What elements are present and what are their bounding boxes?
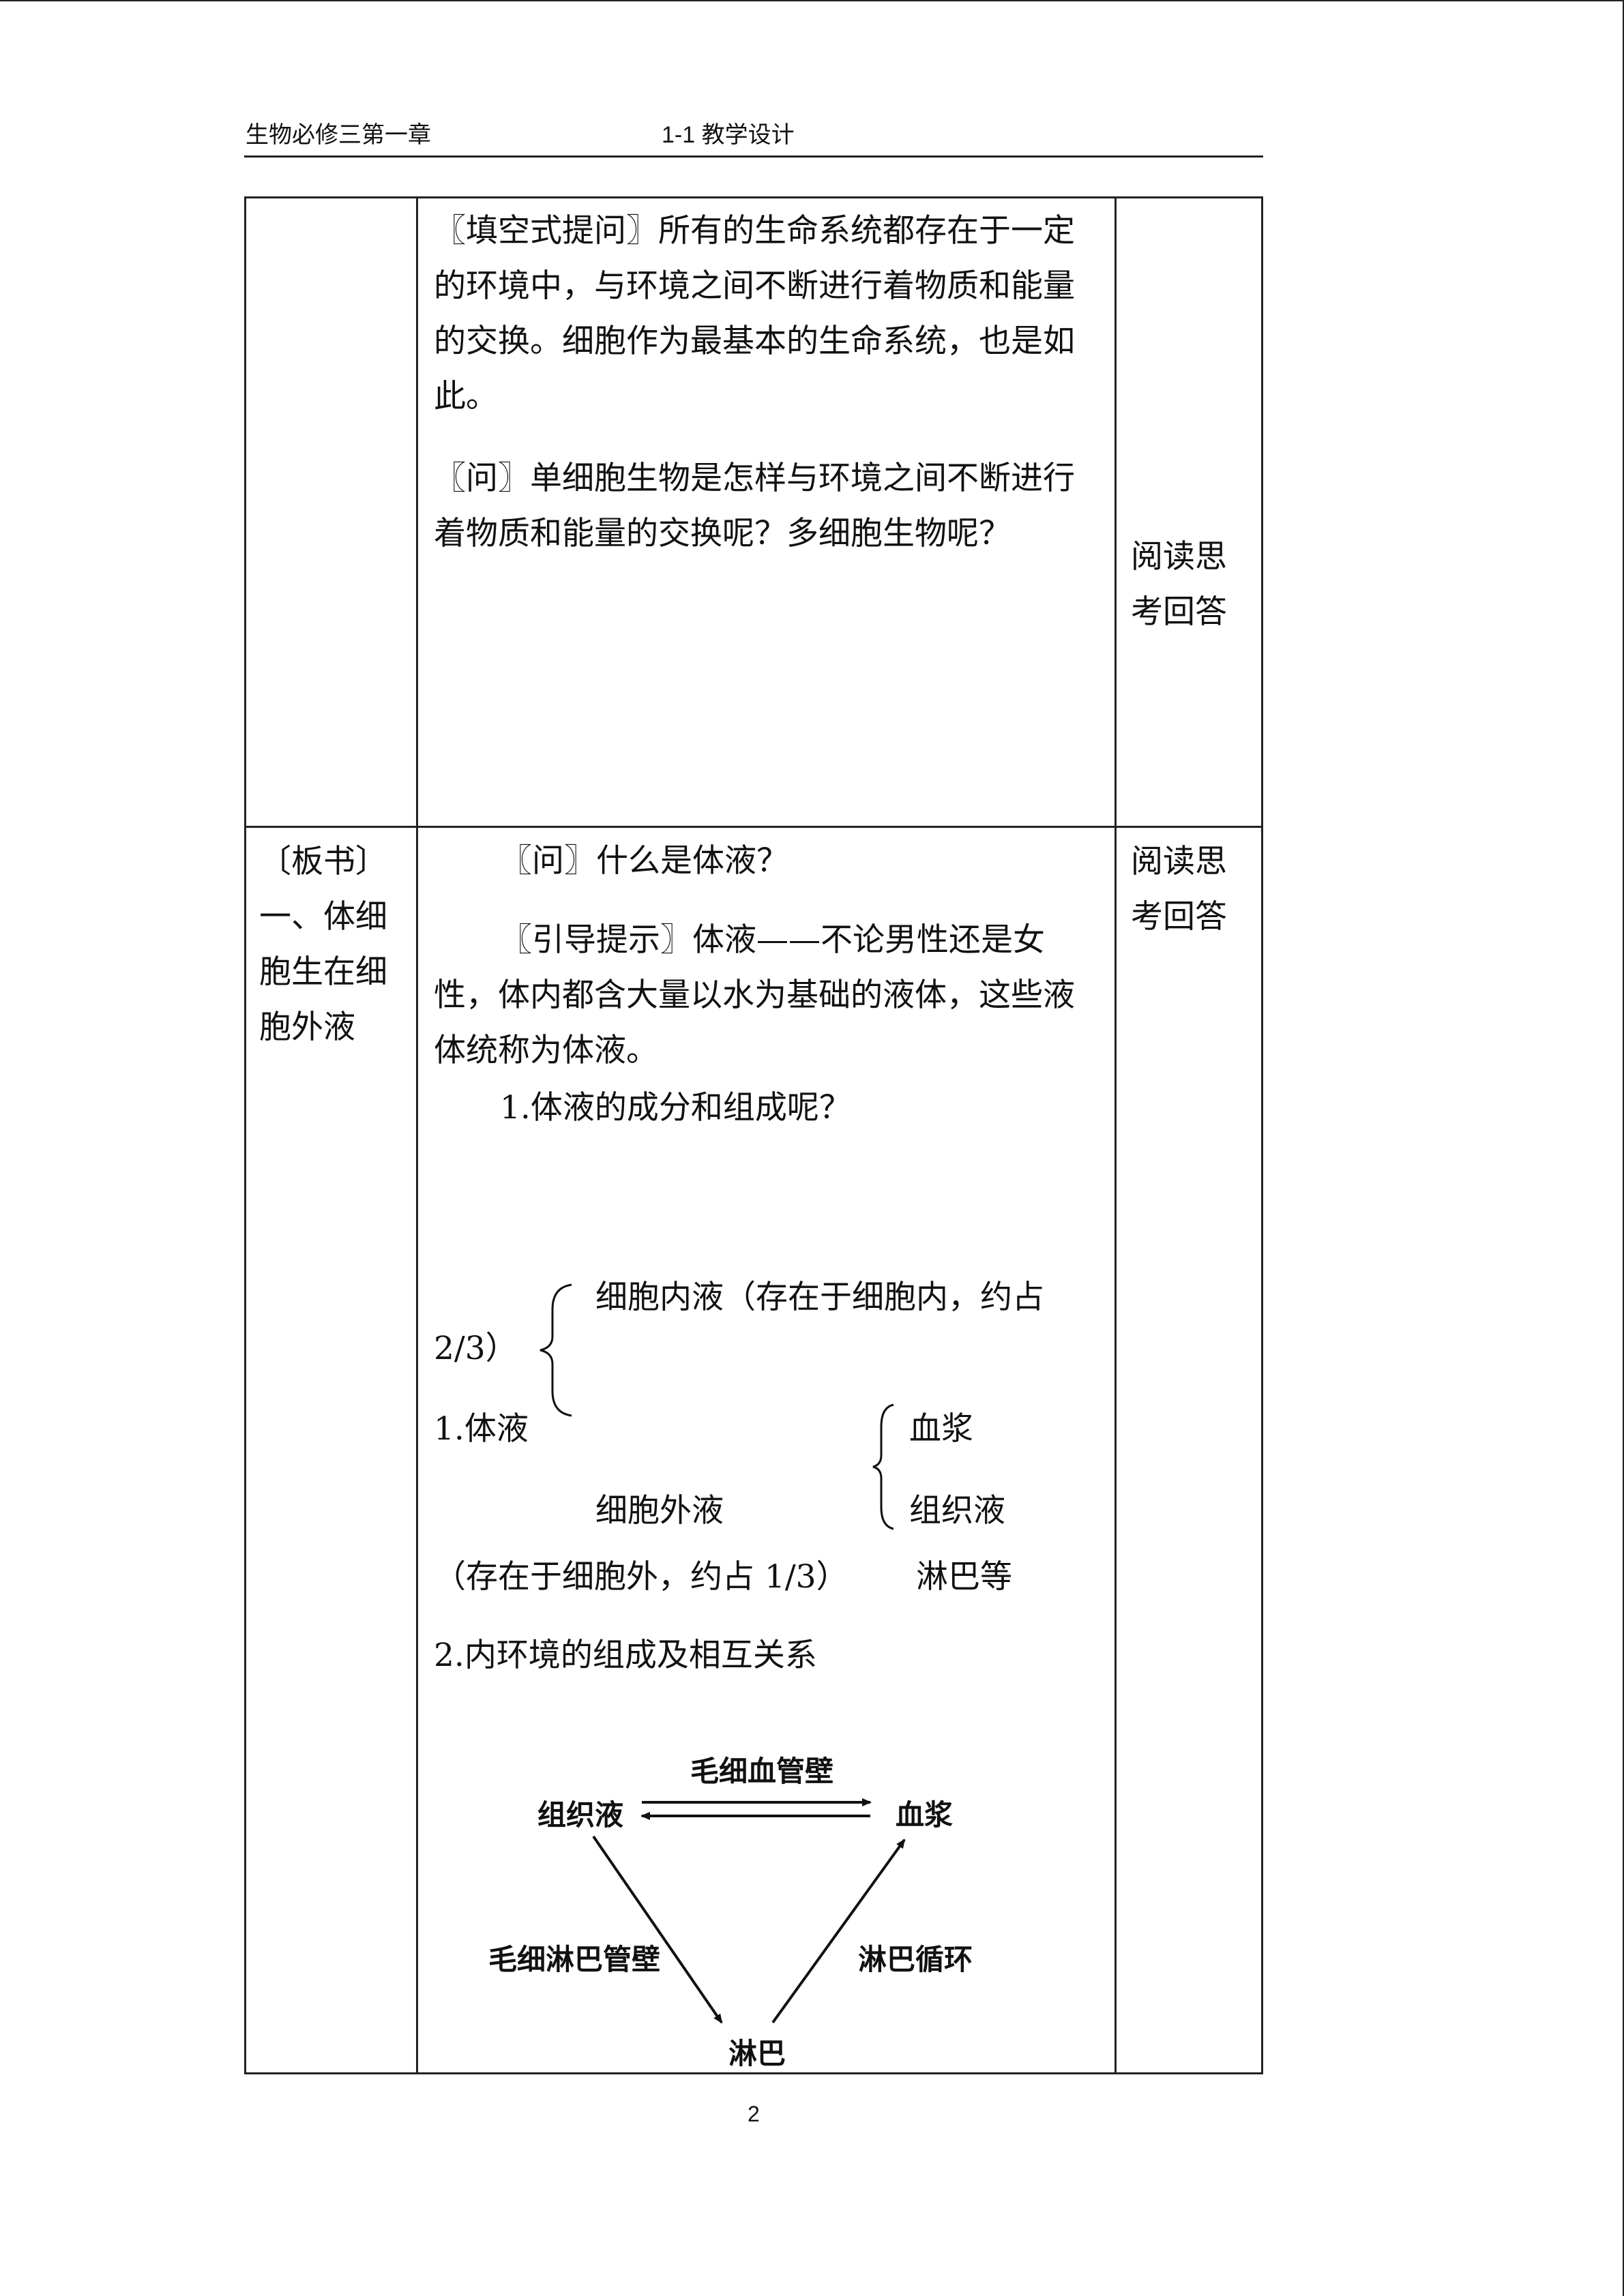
tree-intracellular-fraction: 2/3） [434,1330,518,1367]
brace-body-fluid-icon [540,1283,572,1417]
diagram-arrows [592,1798,906,2024]
tree-extracellular: 细胞外液 [595,1492,724,1530]
diagram-node-tissue-fluid: 组织液 [537,1798,624,1832]
table-border-bottom [244,2072,1263,2074]
page-header: 生物必修三第一章 1-1 教学设计 [244,115,1263,158]
guiding-hint: 〖引导提示〗体液——不论男性还是女性，体内都含大量以水为基础的液体，这些液体统称… [434,921,1075,1069]
table-border-right [1261,196,1263,2074]
table-divider-col1 [416,196,418,2074]
table-row-divider [244,826,1263,828]
board-label: 〔板书〕 [259,843,387,880]
table-border-left [244,196,246,2074]
tree-tissue-fluid: 组织液 [909,1492,1005,1530]
arrow-lymph-to-plasma [771,1838,906,2024]
diagram-label-lymph-circulation: 淋巴循环 [858,1943,973,1976]
table-border-top [244,196,1263,198]
row1-fill-in-question: 〖填空式提问〗所有的生命系统都存在于一定的环境中，与环境之间不断进行着物质和能量… [434,212,1075,415]
tree-plasma: 血浆 [909,1410,973,1448]
tree-root-body-fluid: 1.体液 [434,1410,529,1448]
brace-extracellular-icon [872,1403,894,1530]
question-what-is-body-fluid: 〖问〗什么是体液？ [500,842,788,880]
row2-student-activity: 阅读思考回答 [1131,843,1227,936]
diagram-node-plasma: 血浆 [896,1798,954,1832]
board-title: 一、体细胞生在细胞外液 [259,898,387,1046]
tree-extracellular-note: （存在于细胞外，约占 1/3） [434,1558,848,1596]
row1-question: 〖问〗单细胞生物是怎样与环境之间不断进行着物质和能量的交换呢？多细胞生物呢？ [434,460,1075,552]
lesson-table: 〖填空式提问〗所有的生命系统都存在于一定的环境中，与环境之间不断进行着物质和能量… [244,196,1263,2074]
diagram-node-lymph: 淋巴 [728,2037,786,2070]
page-number: 2 [748,2102,760,2126]
header-title: 1-1 教学设计 [662,122,795,148]
tree-lymph: 淋巴等 [916,1558,1012,1596]
header-chapter: 生物必修三第一章 [246,122,431,148]
subheading-internal-environment: 2.内环境的组成及相互关系 [434,1637,817,1674]
diagram-label-lymph-capillary-wall: 毛细淋巴管壁 [488,1943,661,1976]
row1-student-activity: 阅读思考回答 [1131,538,1227,631]
diagram-label-capillary-wall: 毛细血管壁 [690,1755,834,1788]
table-divider-col2 [1114,196,1117,2074]
arrow-tissue-to-lymph [592,1835,723,2024]
subheading-composition: 1.体液的成分和组成呢？ [500,1089,851,1127]
tree-intracellular: 细胞内液（存在于细胞内，约占 [595,1279,1044,1316]
